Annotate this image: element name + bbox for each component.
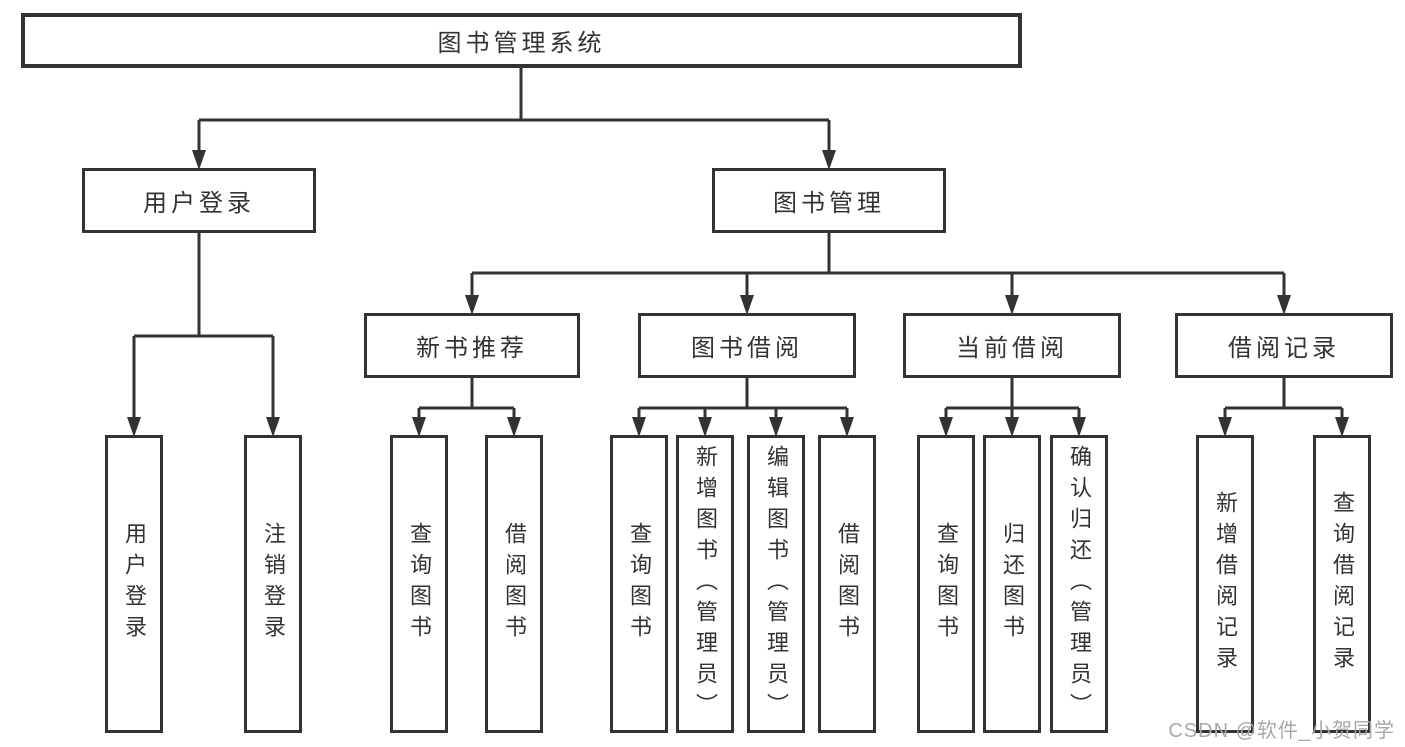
node-user-login-label: 用户登录 <box>143 190 255 217</box>
node-book-management-label: 图书管理 <box>773 190 885 217</box>
leaf-borrow-books-recommend: 借阅图书 <box>485 435 543 733</box>
leaf-borrow-books-borrowing: 借阅图书 <box>818 435 876 733</box>
leaf-add-borrow-record-label: 新增借阅记录 <box>1213 491 1238 677</box>
node-book-borrowing-label: 图书借阅 <box>691 335 803 362</box>
leaf-add-book-admin: 新增图书（管理员） <box>676 435 734 733</box>
node-book-management: 图书管理 <box>712 168 946 233</box>
node-library-system-label: 图书管理系统 <box>437 30 606 57</box>
leaf-confirm-return-admin: 确认归还（管理员） <box>1050 435 1108 733</box>
leaf-return-books-label: 归还图书 <box>1000 522 1025 646</box>
leaf-query-books-recommend-label: 查询图书 <box>407 522 432 646</box>
leaf-user-login: 用户登录 <box>105 435 163 733</box>
leaf-logout: 注销登录 <box>244 435 302 733</box>
leaf-query-books-borrowing: 查询图书 <box>610 435 668 733</box>
leaf-query-books-current: 查询图书 <box>917 435 975 733</box>
node-current-borrowing: 当前借阅 <box>903 313 1121 378</box>
leaf-query-borrow-record: 查询借阅记录 <box>1313 435 1371 733</box>
leaf-query-books-recommend: 查询图书 <box>390 435 448 733</box>
node-borrowing-records-label: 借阅记录 <box>1228 335 1340 362</box>
leaf-edit-book-admin-label: 编辑图书（管理员） <box>764 444 789 724</box>
leaf-edit-book-admin: 编辑图书（管理员） <box>747 435 805 733</box>
leaf-confirm-return-admin-label: 确认归还（管理员） <box>1067 444 1092 724</box>
node-library-system: 图书管理系统 <box>21 13 1022 68</box>
node-book-borrowing: 图书借阅 <box>638 313 856 378</box>
leaf-query-borrow-record-label: 查询借阅记录 <box>1330 491 1355 677</box>
watermark: CSDN @软件_小贺同学 <box>1168 720 1395 742</box>
leaf-logout-label: 注销登录 <box>261 522 286 646</box>
leaf-return-books: 归还图书 <box>983 435 1041 733</box>
node-current-borrowing-label: 当前借阅 <box>956 335 1068 362</box>
leaf-add-book-admin-label: 新增图书（管理员） <box>693 444 718 724</box>
node-user-login: 用户登录 <box>82 168 316 233</box>
leaf-borrow-books-borrowing-label: 借阅图书 <box>835 522 860 646</box>
node-new-book-recommend-label: 新书推荐 <box>416 335 528 362</box>
leaf-user-login-label: 用户登录 <box>122 522 147 646</box>
leaf-query-books-borrowing-label: 查询图书 <box>627 522 652 646</box>
leaf-borrow-books-recommend-label: 借阅图书 <box>502 522 527 646</box>
node-new-book-recommend: 新书推荐 <box>364 313 580 378</box>
node-borrowing-records: 借阅记录 <box>1175 313 1393 378</box>
leaf-query-books-current-label: 查询图书 <box>934 522 959 646</box>
leaf-add-borrow-record: 新增借阅记录 <box>1196 435 1254 733</box>
